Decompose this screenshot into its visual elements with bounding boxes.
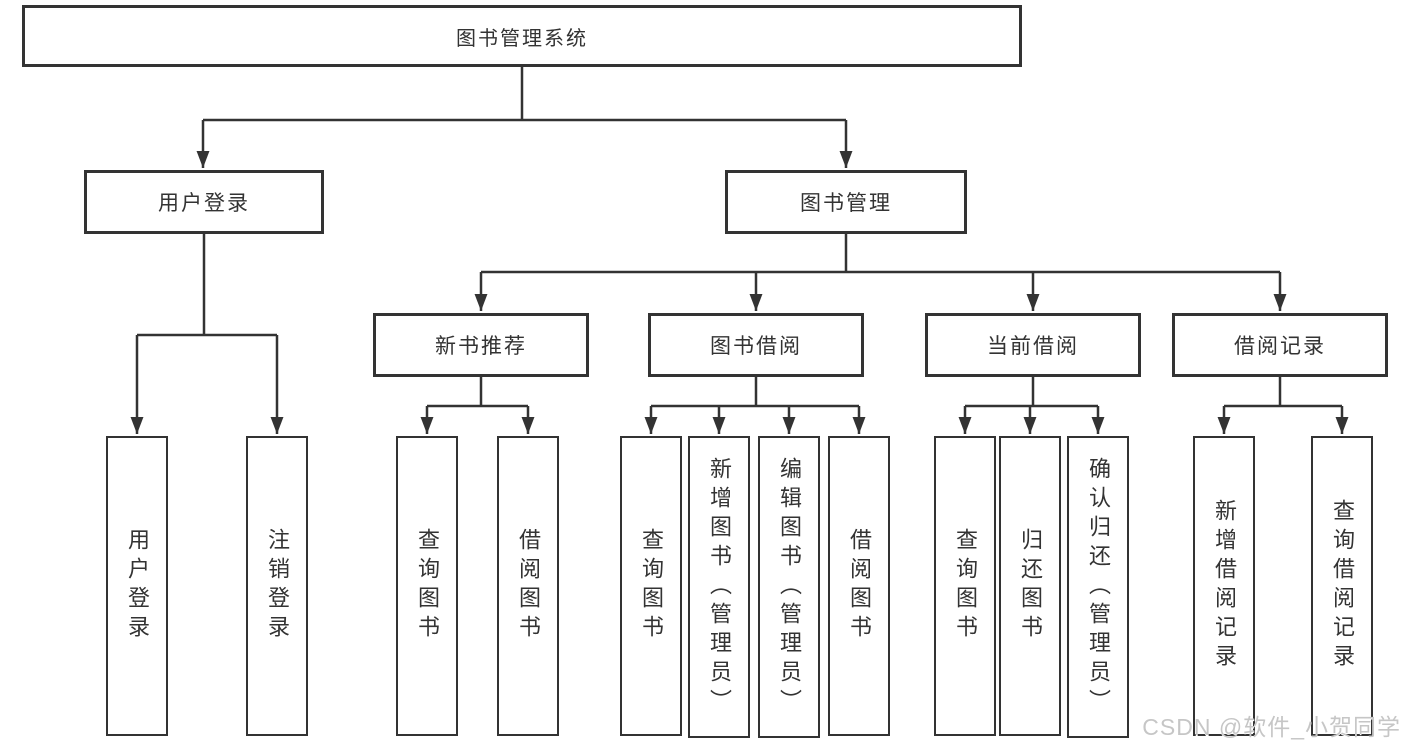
leaf-add-books-admin: 新增图书（管理员） (688, 436, 750, 738)
leaf-logout: 注销登录 (246, 436, 308, 736)
leaf-query-borrow-record: 查询借阅记录 (1311, 436, 1373, 736)
leaf-user-login: 用户登录 (106, 436, 168, 736)
leaf-label: 查询图书 (639, 528, 664, 644)
leaf-label: 新增图书（管理员） (707, 456, 732, 718)
node-label: 当前借阅 (987, 335, 1079, 358)
leaf-label: 用户登录 (125, 528, 150, 644)
leaf-return-books: 归还图书 (999, 436, 1061, 736)
leaf-query-books-borrow: 查询图书 (620, 436, 682, 736)
leaf-borrow-books-recommend: 借阅图书 (497, 436, 559, 736)
leaf-confirm-return-admin: 确认归还（管理员） (1067, 436, 1129, 738)
leaf-query-books-current: 查询图书 (934, 436, 996, 736)
leaf-label: 借阅图书 (516, 528, 541, 644)
node-label: 用户登录 (158, 192, 250, 215)
leaf-label: 新增借阅记录 (1212, 499, 1237, 673)
leaf-label: 注销登录 (265, 528, 290, 644)
leaf-label: 查询图书 (953, 528, 978, 644)
node-label: 借阅记录 (1234, 335, 1326, 358)
node-book-borrow: 图书借阅 (648, 313, 864, 377)
node-label: 图书管理系统 (456, 27, 588, 50)
leaf-edit-books-admin: 编辑图书（管理员） (758, 436, 820, 738)
node-label: 图书管理 (800, 192, 892, 215)
leaf-label: 查询借阅记录 (1330, 499, 1355, 673)
node-library-management-system: 图书管理系统 (22, 5, 1022, 67)
node-borrow-records: 借阅记录 (1172, 313, 1388, 377)
leaf-query-books-recommend: 查询图书 (396, 436, 458, 736)
node-current-borrow: 当前借阅 (925, 313, 1141, 377)
leaf-add-borrow-record: 新增借阅记录 (1193, 436, 1255, 736)
leaf-label: 借阅图书 (847, 528, 872, 644)
node-book-management: 图书管理 (725, 170, 967, 234)
node-label: 新书推荐 (435, 335, 527, 358)
node-new-book-recommend: 新书推荐 (373, 313, 589, 377)
leaf-label: 归还图书 (1018, 528, 1043, 644)
leaf-label: 编辑图书（管理员） (777, 456, 802, 718)
node-label: 图书借阅 (710, 335, 802, 358)
csdn-watermark: CSDN @软件_小贺同学 (1142, 714, 1401, 740)
leaf-label: 确认归还（管理员） (1086, 456, 1111, 718)
leaf-label: 查询图书 (415, 528, 440, 644)
node-user-login: 用户登录 (84, 170, 324, 234)
leaf-borrow-books: 借阅图书 (828, 436, 890, 736)
